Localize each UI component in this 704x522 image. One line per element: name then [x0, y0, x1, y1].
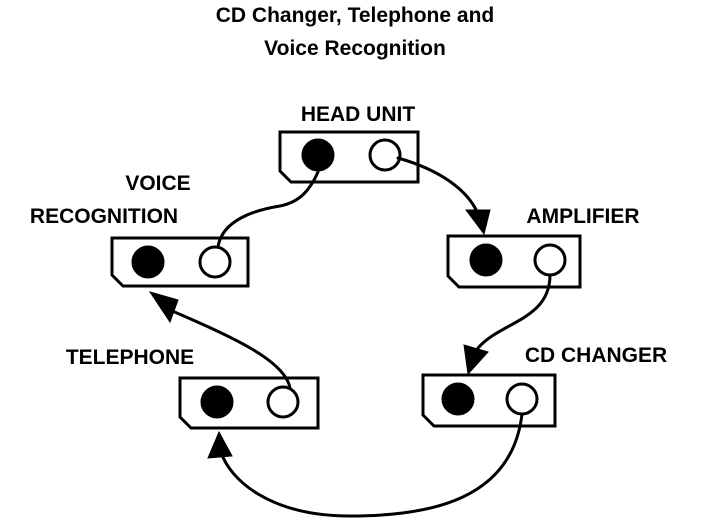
cd-changer-output-pin — [505, 382, 539, 416]
arrow-into-voice-recognition-icon — [148, 291, 179, 324]
head-unit-node: HEAD UNIT — [278, 103, 420, 184]
head-unit-label: HEAD UNIT — [301, 103, 416, 126]
voice-recognition-node: VOICE RECOGNITION — [30, 172, 250, 288]
amplifier-node: AMPLIFIER — [446, 205, 640, 289]
telephone-input-pin — [200, 385, 234, 419]
amplifier-label: AMPLIFIER — [526, 205, 639, 228]
amplifier-input-pin — [469, 243, 503, 277]
arrow-into-amplifier-icon — [465, 209, 491, 236]
cd-changer-input-pin — [441, 382, 475, 416]
head-unit-input-pin — [301, 138, 335, 172]
voice-recognition-input-pin — [131, 245, 165, 279]
cd-changer-label: CD CHANGER — [525, 344, 667, 367]
arrow-into-cd-changer-icon — [463, 344, 489, 376]
diagram-title-line-2: Voice Recognition — [264, 37, 446, 60]
cd-changer-node: CD CHANGER — [421, 344, 667, 428]
link-amplifier-to-cd-changer — [476, 273, 552, 350]
voice-recognition-label-line-2: RECOGNITION — [30, 205, 178, 228]
link-telephone-to-voice-recognition — [168, 308, 292, 390]
amplifier-output-pin — [533, 243, 567, 277]
link-head-unit-to-amplifier — [396, 156, 480, 216]
arrow-into-telephone-icon — [207, 430, 233, 459]
head-unit-output-pin — [368, 138, 402, 172]
voice-recognition-output-pin — [198, 245, 232, 279]
telephone-node: TELEPHONE — [66, 346, 320, 430]
diagram-title-line-1: CD Changer, Telephone and — [216, 4, 494, 27]
telephone-label: TELEPHONE — [66, 346, 194, 369]
telephone-output-pin — [266, 385, 300, 419]
voice-recognition-label-line-1: VOICE — [125, 172, 190, 195]
link-voice-recognition-to-head-unit — [216, 170, 320, 249]
link-cd-changer-to-telephone — [219, 412, 524, 518]
